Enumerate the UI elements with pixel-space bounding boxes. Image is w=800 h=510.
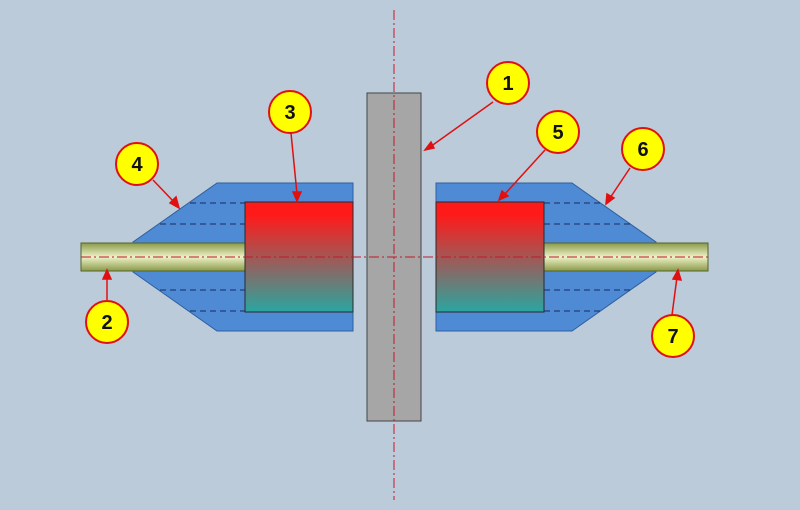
leader-lines	[101, 101, 683, 316]
callout-3: 3	[268, 90, 312, 134]
callout-2: 2	[85, 300, 129, 344]
callout-4-label: 4	[131, 154, 143, 176]
callout-5: 5	[536, 110, 580, 154]
hidden-lines	[160, 202, 630, 312]
callout-3-label: 3	[284, 102, 295, 124]
callout-1: 1	[486, 61, 530, 105]
callout-1-label: 1	[502, 73, 513, 95]
callout-7-label: 7	[667, 326, 678, 348]
callout-4: 4	[115, 142, 159, 186]
callout-6-label: 6	[637, 139, 648, 161]
callout-6: 6	[621, 127, 665, 171]
callout-2-label: 2	[101, 312, 112, 334]
callout-5-label: 5	[552, 122, 563, 144]
callout-7: 7	[651, 314, 695, 358]
